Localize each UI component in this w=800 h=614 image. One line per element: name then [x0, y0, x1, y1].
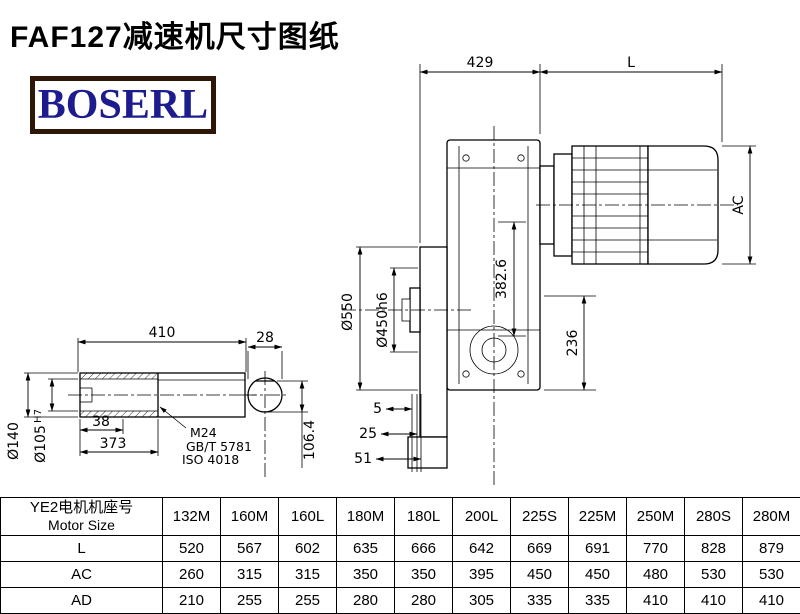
dim-5-label: 5 — [373, 401, 382, 417]
table-cell: 280 — [394, 587, 453, 614]
output-flange — [401, 246, 448, 469]
table-cell: 350 — [394, 561, 453, 588]
table-cell: 691 — [568, 535, 627, 562]
boserl-logo: BOSERL — [30, 76, 216, 134]
table-row-AC: AC 260 315 315 350 350 395 450 450 480 5… — [0, 561, 800, 588]
dim-429-and-L: 429 L — [419, 55, 723, 243]
dim-28: 28 — [247, 330, 283, 379]
thread-callout: M24 GB/T 5781 ISO 4018 — [159, 406, 252, 467]
dim-AC-label: AC — [731, 195, 747, 214]
table-cell: 410 — [626, 587, 685, 614]
header-cn: YE2电机机座号 — [29, 498, 134, 516]
dim-105-label: Ø105 — [33, 425, 49, 463]
column-header: 225S — [510, 497, 569, 536]
dim-382: 382.6 — [494, 221, 526, 337]
dim-38-label: 38 — [92, 414, 110, 430]
column-header: 250M — [626, 497, 685, 536]
dim-25-label: 25 — [359, 426, 377, 442]
dim-105H7: Ø105 H7 — [33, 378, 78, 463]
column-header: 132M — [162, 497, 221, 536]
column-header: 225M — [568, 497, 627, 536]
table-cell: 335 — [510, 587, 569, 614]
gearbox-housing — [420, 139, 541, 433]
shaft-side-view — [68, 372, 256, 418]
table-row-AD: AD 210 255 255 280 280 305 335 335 410 4… — [0, 587, 800, 614]
dim-28-label: 28 — [256, 330, 274, 346]
dim-382-label: 382.6 — [494, 259, 510, 299]
table-header-row: YE2电机机座号 Motor Size 132M 160M 160L 180M … — [0, 497, 800, 536]
table-cell: 210 — [162, 587, 221, 614]
row-label: L — [0, 535, 163, 562]
table-cell: 879 — [742, 535, 800, 562]
table-cell: 602 — [278, 535, 337, 562]
table-cell: 260 — [162, 561, 221, 588]
dim-236-label: 236 — [565, 330, 581, 357]
table-cell: 350 — [336, 561, 395, 588]
table-cell: 255 — [278, 587, 337, 614]
dim-105-tolerance-label: H7 — [33, 409, 44, 423]
dim-550: Ø550 — [340, 246, 418, 391]
dim-L-label: L — [627, 55, 635, 71]
dim-550-label: Ø550 — [340, 293, 356, 331]
table-cell: 315 — [278, 561, 337, 588]
table-cell: 530 — [684, 561, 743, 588]
standard-gb-label: GB/T 5781 — [186, 439, 252, 454]
row-label: AC — [0, 561, 163, 588]
column-header: 160L — [278, 497, 337, 536]
table-cell: 666 — [394, 535, 453, 562]
table-cell: 770 — [626, 535, 685, 562]
motor-size-table: YE2电机机座号 Motor Size 132M 160M 160L 180M … — [0, 497, 800, 614]
table-cell: 395 — [452, 561, 511, 588]
table-cell: 410 — [742, 587, 800, 614]
motor-size-header-cell: YE2电机机座号 Motor Size — [0, 497, 163, 536]
column-header: 280M — [742, 497, 800, 536]
dim-AC: AC — [722, 145, 756, 265]
table-cell: 642 — [452, 535, 511, 562]
table-cell: 480 — [626, 561, 685, 588]
technical-drawing: 429 L AC Ø550 Ø450h6 382.6 236 — [6, 55, 756, 486]
header-en: Motor Size — [48, 517, 115, 534]
table-cell: 530 — [742, 561, 800, 588]
dim-410-label: 410 — [149, 325, 176, 341]
dim-38-373: 38 373 — [79, 414, 159, 456]
dim-106-label: 106.4 — [302, 420, 318, 460]
column-header: 160M — [220, 497, 279, 536]
dim-51-label: 51 — [354, 451, 372, 467]
standard-iso-label: ISO 4018 — [182, 452, 239, 467]
table-cell: 635 — [336, 535, 395, 562]
column-header: 200L — [452, 497, 511, 536]
table-cell: 520 — [162, 535, 221, 562]
dim-429-label: 429 — [467, 55, 494, 71]
table-cell: 305 — [452, 587, 511, 614]
dim-373-label: 373 — [100, 436, 127, 452]
table-cell: 410 — [684, 587, 743, 614]
dim-5-25-51: 5 25 51 — [354, 394, 422, 472]
table-cell: 280 — [336, 587, 395, 614]
shaft-section-circle — [243, 371, 287, 478]
dim-236: 236 — [544, 295, 596, 391]
dim-140-label: Ø140 — [6, 422, 22, 460]
table-cell: 255 — [220, 587, 279, 614]
row-label: AD — [0, 587, 163, 614]
table-cell: 450 — [510, 561, 569, 588]
table-row-L: L 520 567 602 635 666 642 669 691 770 82… — [0, 535, 800, 562]
table-cell: 567 — [220, 535, 279, 562]
centerlines — [342, 126, 738, 486]
boserl-logo-text: BOSERL — [37, 82, 209, 128]
column-header: 280S — [684, 497, 743, 536]
dim-450h6: Ø450h6 — [375, 267, 418, 353]
thread-label: M24 — [190, 425, 217, 440]
table-cell: 828 — [684, 535, 743, 562]
table-cell: 669 — [510, 535, 569, 562]
page-title: FAF127减速机尺寸图纸 — [10, 21, 340, 54]
dim-140: Ø140 — [6, 372, 78, 460]
table-cell: 315 — [220, 561, 279, 588]
table-cell: 335 — [568, 587, 627, 614]
column-header: 180M — [336, 497, 395, 536]
dim-106: 106.4 — [268, 380, 318, 468]
column-header: 180L — [394, 497, 453, 536]
dim-450h6-label: Ø450h6 — [375, 292, 391, 348]
table-cell: 450 — [568, 561, 627, 588]
dim-410: 410 — [77, 325, 247, 372]
